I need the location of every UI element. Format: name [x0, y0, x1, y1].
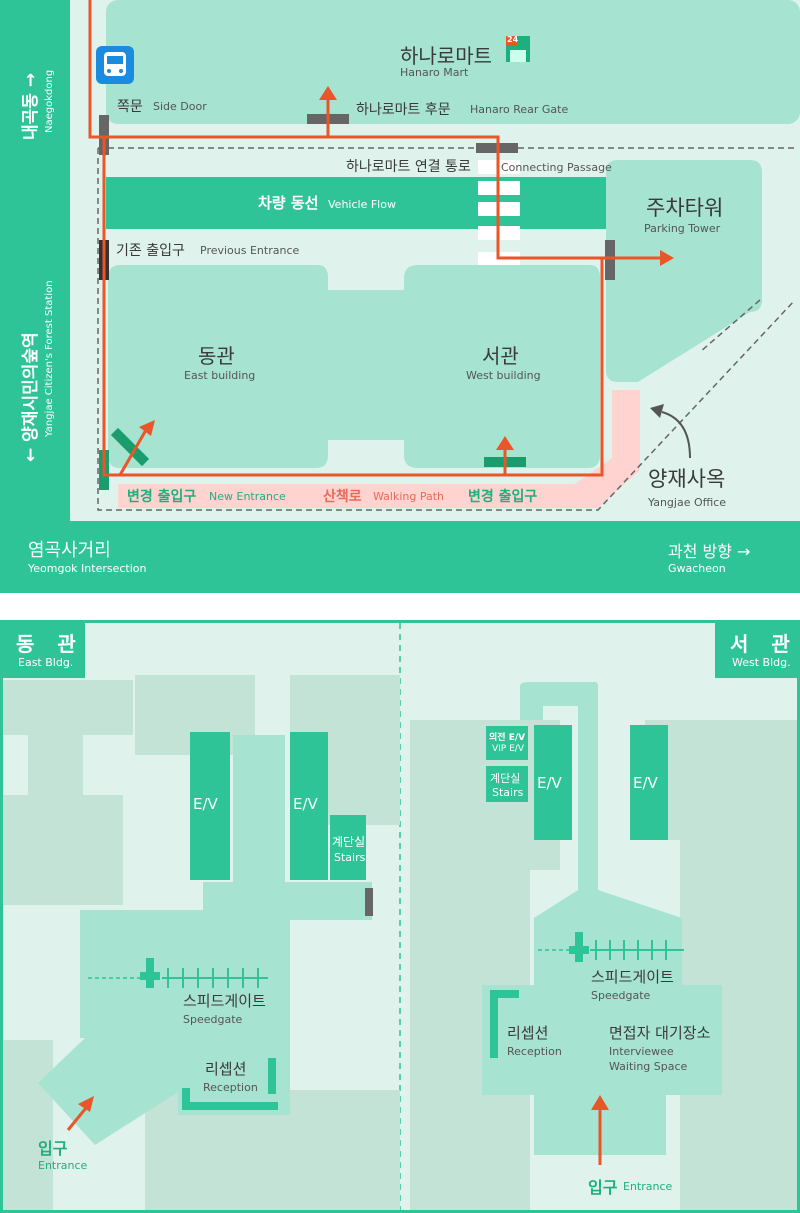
mart-badge: 24	[507, 35, 519, 44]
vip-ev-label: 의전 E/V	[489, 733, 526, 743]
east-stairs-en: Stairs	[334, 851, 366, 864]
vip-ev-en: VIP E/V	[492, 744, 524, 754]
new-entrance-en: New Entrance	[209, 490, 286, 503]
vehicle-flow-en: Vehicle Flow	[328, 198, 396, 211]
east-reception-en: Reception	[203, 1081, 258, 1094]
waiting-space-en-1: Interviewee	[609, 1045, 674, 1058]
east-ev-2: E/V	[293, 795, 318, 813]
east-speedgate-label: 스피드게이트	[183, 992, 266, 1010]
east-building-en: East building	[184, 369, 256, 382]
naegokdong-label: 내곡동 →	[21, 72, 41, 140]
side-door-en: Side Door	[153, 100, 207, 113]
west-speedgate-label: 스피드게이트	[591, 968, 674, 986]
floor-plans-graphics	[0, 620, 800, 1213]
naegokdong-en: Naegokdong	[44, 69, 55, 133]
east-stairs-label: 계단실	[332, 835, 366, 849]
parking-tower-en: Parking Tower	[644, 222, 721, 235]
yeomgok-label: 염곡사거리	[28, 540, 111, 561]
east-ev-1: E/V	[193, 795, 218, 813]
rear-gate-label: 하나로마트 후문	[356, 102, 451, 118]
connecting-passage-label: 하나로마트 연결 통로	[346, 159, 471, 175]
site-map-graphics	[0, 0, 800, 593]
east-reception-label: 리셉션	[205, 1060, 247, 1078]
previous-entrance-label: 기존 출입구	[116, 243, 185, 259]
bus-stop-icon	[96, 46, 134, 84]
west-stairs-en: Stairs	[492, 786, 524, 799]
waiting-space-label: 면접자 대기장소	[609, 1024, 711, 1042]
yangjae-station-label: ← 양재시민의숲역	[21, 332, 41, 462]
mart-24-icon: 24	[506, 35, 530, 62]
east-entrance-en: Entrance	[38, 1159, 88, 1172]
connecting-passage-en: Connecting Passage	[501, 161, 612, 174]
vehicle-flow-label: 차량 동선	[258, 194, 319, 212]
west-entrance-label: 입구	[588, 1178, 618, 1197]
west-entrance-en: Entrance	[623, 1180, 673, 1193]
west-stairs-label: 계단실	[490, 772, 521, 785]
west-bldg-tag: 서 관	[730, 632, 798, 656]
west-building-en: West building	[466, 369, 541, 382]
gwacheon-en: Gwacheon	[668, 562, 726, 575]
yangjae-station-en: Yangjae Citizen's Forest Station	[44, 280, 55, 437]
hanaro-mart-label: 하나로마트	[400, 44, 492, 68]
west-building-label: 서관	[482, 344, 519, 368]
side-door-label: 쪽문	[117, 99, 143, 115]
east-building-label: 동관	[198, 344, 235, 368]
new-entrance-label: 변경 출입구	[127, 489, 197, 505]
waiting-space-en-2: Waiting Space	[609, 1060, 688, 1073]
west-reception-en: Reception	[507, 1045, 562, 1058]
west-bldg-tag-en: West Bldg.	[732, 656, 791, 669]
new-entrance-2-label: 변경 출입구	[468, 489, 538, 505]
yangjae-office-label: 양재사옥	[648, 467, 726, 491]
floor-plans: 동 관 East Bldg. E/V E/V 계단실 Stairs 스피드게이트…	[0, 620, 800, 1213]
west-ev-2: E/V	[633, 774, 658, 792]
walking-path-label: 산책로	[323, 489, 362, 505]
rear-gate-en: Hanaro Rear Gate	[470, 103, 569, 116]
hanaro-mart-en: Hanaro Mart	[400, 66, 469, 79]
parking-tower-label: 주차타워	[646, 196, 724, 220]
west-reception-label: 리셉션	[507, 1024, 549, 1042]
east-entrance-label: 입구	[38, 1139, 68, 1158]
yeomgok-en: Yeomgok Intersection	[28, 562, 147, 575]
yangjae-office-en: Yangjae Office	[648, 496, 727, 509]
west-speedgate-en: Speedgate	[591, 989, 651, 1002]
previous-entrance-en: Previous Entrance	[200, 244, 300, 257]
site-map: 24 하나로마트 Hanaro Mart 쪽문 Side Door 하나로마트 …	[0, 0, 800, 593]
gwacheon-label: 과천 방향 →	[668, 542, 751, 561]
east-bldg-tag: 동 관	[16, 632, 84, 656]
east-bldg-tag-en: East Bldg.	[18, 656, 74, 669]
west-ev-1: E/V	[537, 774, 562, 792]
east-speedgate-en: Speedgate	[183, 1013, 243, 1026]
walking-path-en: Walking Path	[373, 490, 445, 503]
